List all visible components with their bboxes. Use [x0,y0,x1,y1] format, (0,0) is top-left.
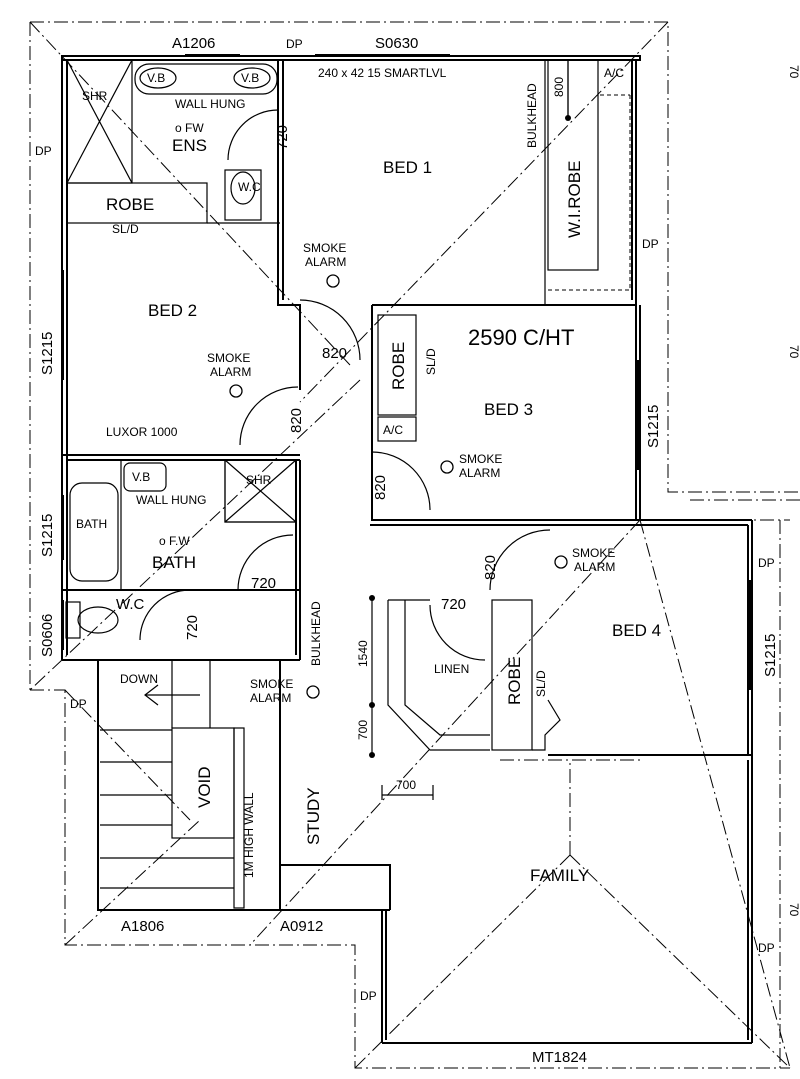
window-a0912-label: A0912 [280,918,323,935]
stair-700v-dim: 700 [356,720,370,740]
stair-1540-dim: 1540 [356,640,370,667]
door-bed3-dim: 820 [372,475,389,500]
door-ens-dim: 720 [274,125,291,150]
bath-label: BATH [152,553,196,572]
downpipe-label: DP [642,237,659,251]
sld-bed3-note: SL/D [424,348,438,375]
smoke-alarm-icon [229,384,243,398]
down-note: DOWN [120,672,158,686]
wall-hung-ens-note: WALL HUNG [175,97,245,111]
smoke-alarm-bed2-line1: SMOKE [207,351,250,365]
downpipe-labels: DP DP DP DP DP DP DP [35,37,775,1003]
bed1-label: BED 1 [383,158,432,177]
stair-700h-dim: 700 [396,778,416,792]
margin-mark: 70 [787,65,800,79]
robe-bed3-label: ROBE [389,342,408,390]
window-s1215-bed2-label: S1215 [39,332,56,375]
downpipe-label: DP [758,941,775,955]
door-bed2-dim: 820 [288,408,305,433]
window-s1215-bed4-label: S1215 [762,634,779,677]
smoke-alarm-bed3-line2: ALARM [459,466,500,480]
wall-hung-bath-note: WALL HUNG [136,493,206,507]
smoke-alarm-stair-line1: SMOKE [250,677,293,691]
vb3-note: V.B [132,470,150,484]
downpipe-label: DP [758,556,775,570]
smoke-alarm-bed1-line1: SMOKE [303,241,346,255]
roof-hip-lines [29,21,800,1069]
study-label: STUDY [304,787,323,845]
window-labels: A1206 S0630 S1215 S1215 S0606 S1215 S121… [39,35,779,1066]
smoke-alarm-hall-line2: ALARM [574,560,615,574]
vb1-note: V.B [147,71,165,85]
smoke-alarm-stair-line2: ALARM [250,691,291,705]
door-bath-dim: 720 [251,575,276,592]
bath-tub-label: BATH [76,517,107,531]
window-s0630-label: S0630 [375,35,418,52]
robe-depth-dim: 800 [552,77,566,97]
shr-bath-label: SHR [246,473,272,487]
room-labels: BED 1 BED 2 BED 3 BED 4 ENS BATH BATH W.… [76,89,661,885]
roof-outline [29,21,800,1069]
luxor-note: LUXOR 1000 [106,425,178,439]
smoke-alarm-labels: SMOKE ALARM SMOKE ALARM SMOKE ALARM SMOK… [207,241,615,705]
plan-notes: 2590 C/HT 240 x 42 15 SMARTLVL WALL HUNG… [106,66,624,878]
window-s1215-bath-label: S1215 [39,514,56,557]
wi-robe-label: W.I.ROBE [565,161,584,238]
ac-top-note: A/C [604,66,624,80]
smoke-alarm-icon [440,460,454,474]
smoke-alarm-hall-line1: SMOKE [572,546,615,560]
smoke-alarm-bed3-line1: SMOKE [459,452,502,466]
bed4-label: BED 4 [612,621,661,640]
ceiling-height-note: 2590 C/HT [468,325,574,350]
smoke-alarm-icon [306,685,320,699]
family-label: FAMILY [530,866,589,885]
vb2-note: V.B [241,71,259,85]
downpipe-label: DP [70,697,87,711]
door-bed4-dim: 820 [482,555,499,580]
robe-bed4-label: ROBE [505,657,524,705]
high-wall-note: 1M HIGH WALL [242,792,256,878]
dimension-labels: 720 820 820 720 720 820 820 720 800 1540… [184,77,566,792]
margin-mark: 70 [787,345,800,359]
window-a1206-label: A1206 [172,35,215,52]
door-swings [139,109,551,706]
bed2-label: BED 2 [148,301,197,320]
smoke-alarm-symbols [229,274,568,699]
window-openings [62,54,751,1044]
bulkhead-bath-note: BULKHEAD [309,601,323,666]
door-wc-dim: 720 [184,615,201,640]
downpipe-label: DP [360,989,377,1003]
smoke-alarm-icon [326,274,340,288]
dimension-lines [369,60,571,800]
smoke-alarm-bed1-line2: ALARM [305,255,346,269]
downpipe-label: DP [35,144,52,158]
wc-main-label: W.C [116,596,144,613]
margin-marks: 70 70 70 [787,65,800,917]
downpipe-label: DP [286,37,303,51]
door-linen-dim: 720 [441,596,466,613]
smoke-alarm-icon [554,555,568,569]
wc-ens-label: W.C [238,180,261,194]
fw-ens-note: o FW [175,121,204,135]
beam-note: 240 x 42 15 SMARTLVL [318,66,447,80]
smoke-alarm-bed2-line2: ALARM [210,365,251,379]
window-mt1824-label: MT1824 [532,1049,587,1066]
bulkhead-top-note: BULKHEAD [525,83,539,148]
linen-label: LINEN [434,662,469,676]
margin-mark: 70 [787,903,800,917]
ens-label: ENS [172,136,207,155]
window-a1806-label: A1806 [121,918,164,935]
fw-bath-note: o F.W [159,534,190,548]
shr-ens-label: SHR [82,89,108,103]
void-label: VOID [195,766,214,808]
ac-bed3-note: A/C [383,423,403,437]
sld-bed4-note: SL/D [534,670,548,697]
window-s1215-bed3-label: S1215 [645,405,662,448]
sld-bed2-note: SL/D [112,222,139,236]
door-bed1-dim: 820 [322,345,347,362]
robe-bed2-label: ROBE [106,195,154,214]
bed3-label: BED 3 [484,400,533,419]
window-s0606-label: S0606 [39,614,56,657]
